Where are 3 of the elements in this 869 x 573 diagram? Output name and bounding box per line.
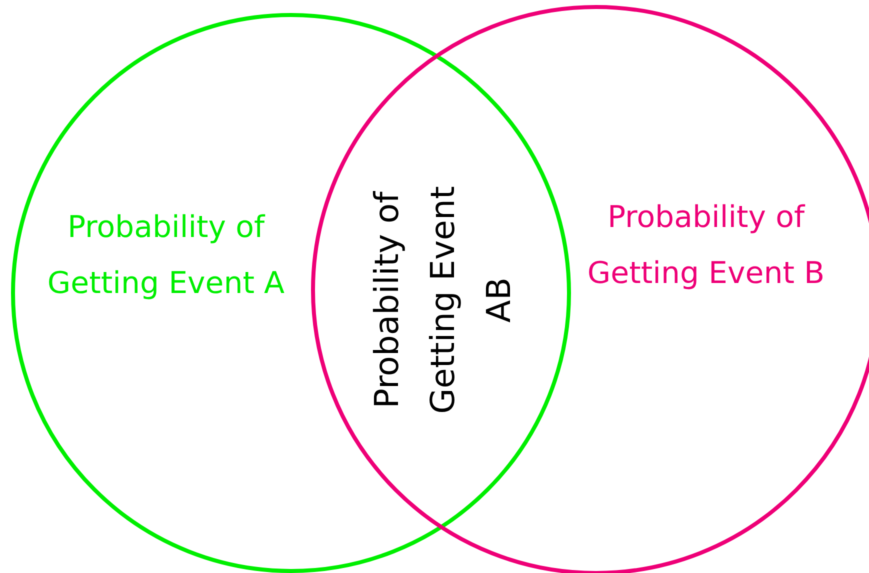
intersection-label: Probability of Getting Event AB	[366, 185, 519, 416]
circle-label: Probability of Getting Event A	[46, 209, 286, 303]
circle-label: Probability of Getting Event B	[586, 199, 826, 293]
